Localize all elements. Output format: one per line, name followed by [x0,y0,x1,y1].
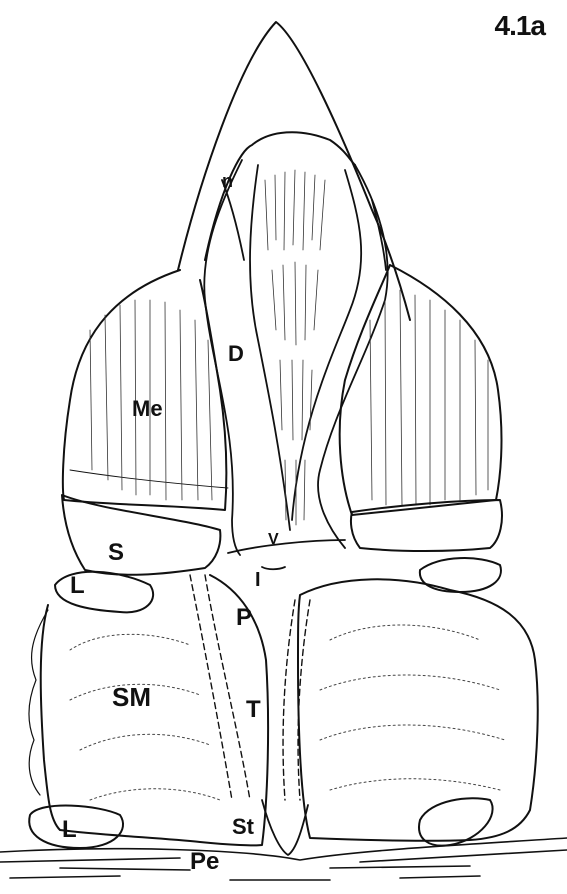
label-Me: Me [132,398,163,420]
label-S: S [108,541,124,565]
label-SM: SM [112,684,151,710]
label-I: I [255,570,261,590]
right-lobe [340,265,502,515]
label-L-lower: L [62,818,77,842]
label-L-upper: L [70,574,85,598]
label-D: D [228,343,244,365]
label-St: St [232,816,254,838]
right-body-stipple [320,625,505,790]
right-body [298,579,538,841]
base-lines [0,838,567,880]
label-P: P [236,606,252,630]
figure-number: 4.1a [495,10,546,42]
apical-cone [178,22,410,320]
label-n: n [222,172,233,190]
bottom-center [262,800,308,855]
label-T: T [246,698,261,722]
central-hatching [265,170,325,525]
left-body-stipple [70,634,220,800]
left-lobe [63,270,228,510]
transverse-bar [228,540,345,569]
label-V: V [268,532,279,548]
right-lobe-hatching [370,290,488,505]
label-Pe: Pe [190,850,219,874]
